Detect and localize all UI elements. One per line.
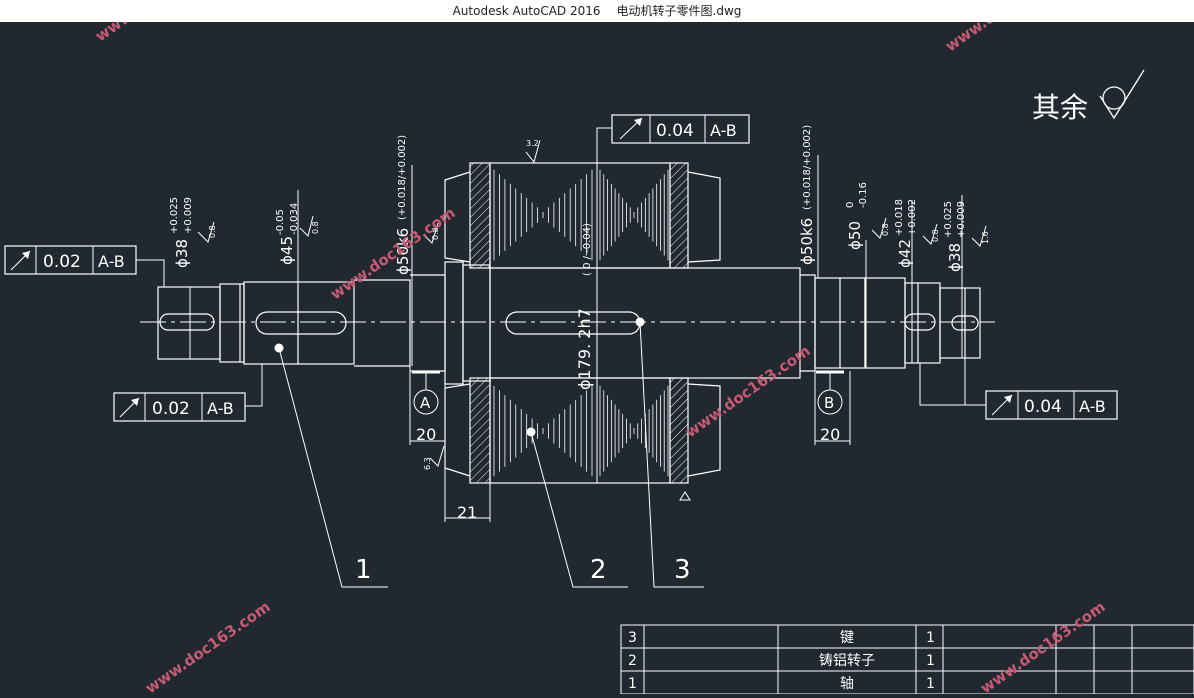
tolerance-value: 0.02 [43,252,81,272]
watermark: www.doc163.com [327,204,459,304]
bom-no: 2 [628,653,637,669]
dim-d50k6-left-tol: (+0.018/+0.002) [397,135,408,220]
bom-no: 1 [628,676,637,692]
dim-d50-tol-lower: -0.16 [858,182,869,208]
length-dims [409,366,851,522]
tolerance-frame: 0.04 A-B [919,358,1118,420]
dim-d50k6-right-tol: (+0.018/+0.002) [802,125,813,210]
dim-d45-tol-upper: -0.05 [275,209,286,235]
roughness-08: 0.8 [931,229,940,242]
bom-qty: 1 [926,676,935,692]
roughness-08: 0.8 [881,223,890,236]
dim-d38-right: ϕ38 [946,243,964,272]
bom-row: 1 轴 1 [628,676,935,692]
rotor-body [444,162,721,484]
bom-name: 键 [840,630,854,646]
tolerance-frame: 0.04 A-B [611,114,750,144]
title-bar: Autodesk AutoCAD 2016 电动机转子零件图.dwg [0,0,1194,22]
dimension-labels: ϕ38 +0.025 +0.009 ϕ45 -0.05 -0.034 ϕ50k6… [169,125,967,390]
dimension-lines [189,155,963,368]
tolerance-datum: A-B [207,399,234,418]
dim-d42: ϕ42 [896,239,914,268]
bom-qty: 1 [926,653,935,669]
dim-d45: ϕ45 [278,236,296,265]
triangle-icon [679,491,691,501]
watermark: www.doc163.com [682,342,814,442]
tolerance-value: 0.04 [1024,397,1062,417]
dim-d45-tol-lower: -0.034 [289,203,300,235]
balloon-3: 3 [674,555,691,585]
len-20-right: 20 [820,425,840,444]
dim-d38-left: ϕ38 [173,239,191,268]
tol-leader-top [596,127,612,163]
bom-name: 轴 [840,676,854,692]
watermark: www.doc163.com [977,598,1109,694]
len-21: 21 [457,503,477,522]
shaft-outline [157,261,981,385]
watermark: www.doc163.com [92,22,224,45]
file-name: 电动机转子零件图.dwg [616,4,742,18]
app-title: Autodesk AutoCAD 2016 [452,4,601,18]
tolerance-datum: A-B [98,252,125,271]
len-20-left: 20 [416,425,436,444]
bom-no: 3 [628,630,637,646]
surface-note-text: 其余 [1032,91,1088,124]
roughness-16: 1.6 [981,231,990,244]
tolerance-value: 0.04 [656,121,694,141]
tolerance-frame: 0.02 A-B [4,245,165,287]
bom-row: 3 键 1 [628,630,935,646]
balloon-leaders [274,317,704,588]
roughness-08: 0.8 [431,227,440,240]
bom-qty: 1 [926,630,935,646]
roughness-63: 6.3 [423,457,432,470]
balloon-1: 1 [355,555,372,585]
datum-b: B [816,370,844,415]
tolerance-value: 0.02 [152,399,190,419]
roughness-08: 0.8 [208,225,217,238]
tolerance-datum: A-B [710,121,737,140]
watermark: www.doc163.com [142,598,274,694]
dim-d179-tol: ( 0 / -0.04) [582,223,593,276]
dim-d38-right-tol-upper: +0.025 [943,201,954,238]
roughness-marks: 0.8 0.8 0.8 0.8 0.8 1.6 3.2 6.3 [197,139,990,470]
dim-d42-tol-upper: +0.018 [894,199,905,236]
roughness-32: 3.2 [526,139,539,148]
dim-d179: ϕ179. 2h7 [575,308,594,390]
surface-finish-note: 其余 [1032,69,1145,124]
tolerance-frame: 0.02 A-B [113,364,263,422]
datum-b-label: B [824,394,834,412]
dim-d50-tol-upper: 0 [845,202,856,208]
datum-a-label: A [420,394,431,412]
balloon-2: 2 [590,555,607,585]
dim-d50: ϕ50 [846,221,864,250]
bom-table [620,624,1194,695]
tolerance-datum: A-B [1079,397,1106,416]
dim-d38-left-tol-upper: +0.025 [169,197,180,234]
datum-a: A [412,370,440,415]
dim-d50k6-left: ϕ50k6 [394,228,412,275]
bom-row: 2 铸铝转子 1 [628,653,935,669]
watermark: www.doc163.com [942,22,1074,55]
bom-name: 铸铝转子 [819,653,875,669]
keyways [159,311,979,335]
dim-d38-left-tol-lower: +0.009 [183,197,194,234]
roughness-08: 0.8 [311,221,320,234]
roughness-symbol-icon [1099,69,1145,120]
dim-d50k6-right: ϕ50k6 [798,218,816,265]
